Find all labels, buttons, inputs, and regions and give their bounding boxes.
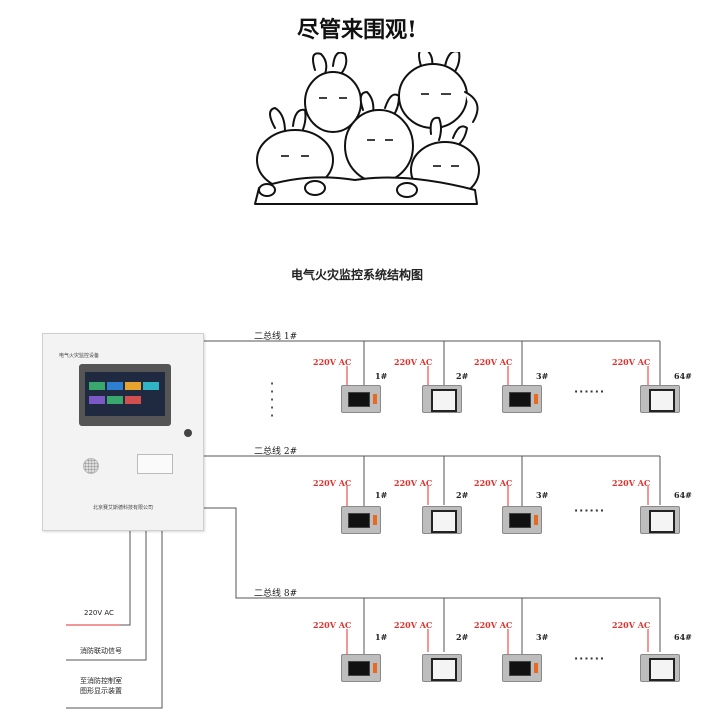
power-supply-label: 220V AC bbox=[313, 357, 352, 367]
detector-screen bbox=[649, 389, 675, 412]
fire-monitoring-detector-icon bbox=[422, 385, 462, 413]
power-supply-label: 220V AC bbox=[394, 478, 433, 488]
fire-monitoring-detector-icon bbox=[422, 654, 462, 682]
fire-monitoring-detector-icon bbox=[502, 654, 542, 682]
to-control-room-line1: 至消防控制室 bbox=[80, 677, 122, 685]
detector-screen bbox=[509, 392, 531, 407]
more-nodes-ellipsis: ······ bbox=[574, 652, 606, 665]
node-number: 64# bbox=[674, 371, 692, 381]
crowd-of-rabbits-illustration bbox=[254, 52, 480, 205]
node-number: 2# bbox=[456, 490, 469, 500]
node-number: 64# bbox=[674, 632, 692, 642]
power-supply-label: 220V AC bbox=[474, 478, 513, 488]
screen-tile bbox=[107, 382, 123, 390]
power-supply-label: 220V AC bbox=[394, 620, 433, 630]
power-supply-label: 220V AC bbox=[612, 620, 651, 630]
node-number: 3# bbox=[536, 632, 549, 642]
monitoring-cabinet: 电气火灾监控设备 北京赛艾斯德科技有限公司 bbox=[42, 333, 204, 531]
power-supply-label: 220V AC bbox=[313, 620, 352, 630]
cabinet-label: 电气火灾监控设备 bbox=[59, 353, 100, 359]
fire-monitoring-detector-icon bbox=[640, 654, 680, 682]
fire-monitoring-detector-icon bbox=[341, 506, 381, 534]
fire-link-signal-label: 消防联动信号 bbox=[80, 647, 122, 655]
node-number: 2# bbox=[456, 632, 469, 642]
bus-line-8 bbox=[202, 507, 660, 599]
cabinet-screen bbox=[85, 372, 165, 416]
to-control-room-line2: 图形显示装置 bbox=[80, 687, 122, 695]
fire-monitoring-detector-icon bbox=[502, 385, 542, 413]
power-supply-label: 220V AC bbox=[394, 357, 433, 367]
bus-label: 二总线 2# bbox=[254, 447, 298, 457]
fire-monitoring-detector-icon bbox=[341, 654, 381, 682]
node-number: 2# bbox=[456, 371, 469, 381]
node-number: 1# bbox=[375, 371, 388, 381]
screen-tile bbox=[125, 396, 141, 404]
cabinet-speaker-icon bbox=[83, 458, 99, 474]
fire-monitoring-detector-icon bbox=[341, 385, 381, 413]
screen-tile bbox=[143, 382, 159, 390]
screen-tile bbox=[107, 396, 123, 404]
node-number: 3# bbox=[536, 371, 549, 381]
power-input-label: 220V AC bbox=[84, 609, 114, 617]
detector-screen bbox=[431, 658, 457, 681]
detector-indicator bbox=[534, 663, 538, 673]
detector-screen bbox=[431, 389, 457, 412]
detector-indicator bbox=[373, 394, 377, 404]
to-control-room-label: 至消防控制室 图形显示装置 bbox=[80, 676, 122, 696]
detector-indicator bbox=[534, 394, 538, 404]
cabinet-lock-icon bbox=[184, 429, 192, 437]
screen-tile bbox=[89, 382, 105, 390]
meme-caption: 尽管来围观! bbox=[297, 17, 417, 43]
node-number: 1# bbox=[375, 490, 388, 500]
detector-screen bbox=[649, 658, 675, 681]
node-number: 3# bbox=[536, 490, 549, 500]
power-supply-label: 220V AC bbox=[313, 478, 352, 488]
diagram-title: 电气火灾监控系统结构图 bbox=[290, 268, 423, 282]
power-supply-label: 220V AC bbox=[474, 357, 513, 367]
detector-indicator bbox=[373, 515, 377, 525]
detector-screen bbox=[348, 513, 370, 528]
vertical-ellipsis: ····· bbox=[269, 374, 275, 425]
cabinet-printer-icon bbox=[137, 454, 173, 474]
node-number: 64# bbox=[674, 490, 692, 500]
more-nodes-ellipsis: ······ bbox=[574, 385, 606, 398]
bus-label: 二总线 8# bbox=[254, 589, 298, 599]
power-supply-label: 220V AC bbox=[474, 620, 513, 630]
detector-screen bbox=[348, 661, 370, 676]
detector-indicator bbox=[373, 663, 377, 673]
screen-tile bbox=[125, 382, 141, 390]
node-number: 1# bbox=[375, 632, 388, 642]
detector-screen bbox=[649, 510, 675, 533]
fire-monitoring-detector-icon bbox=[640, 385, 680, 413]
fire-monitoring-detector-icon bbox=[640, 506, 680, 534]
detector-screen bbox=[509, 513, 531, 528]
detector-indicator bbox=[534, 515, 538, 525]
cabinet-company: 北京赛艾斯德科技有限公司 bbox=[92, 505, 153, 511]
more-nodes-ellipsis: ······ bbox=[574, 504, 606, 517]
bus-label: 二总线 1# bbox=[254, 332, 298, 342]
detector-screen bbox=[431, 510, 457, 533]
detector-screen bbox=[348, 392, 370, 407]
power-supply-label: 220V AC bbox=[612, 357, 651, 367]
fire-monitoring-detector-icon bbox=[422, 506, 462, 534]
detector-screen bbox=[509, 661, 531, 676]
screen-tile bbox=[89, 396, 105, 404]
power-supply-label: 220V AC bbox=[612, 478, 651, 488]
fire-monitoring-detector-icon bbox=[502, 506, 542, 534]
